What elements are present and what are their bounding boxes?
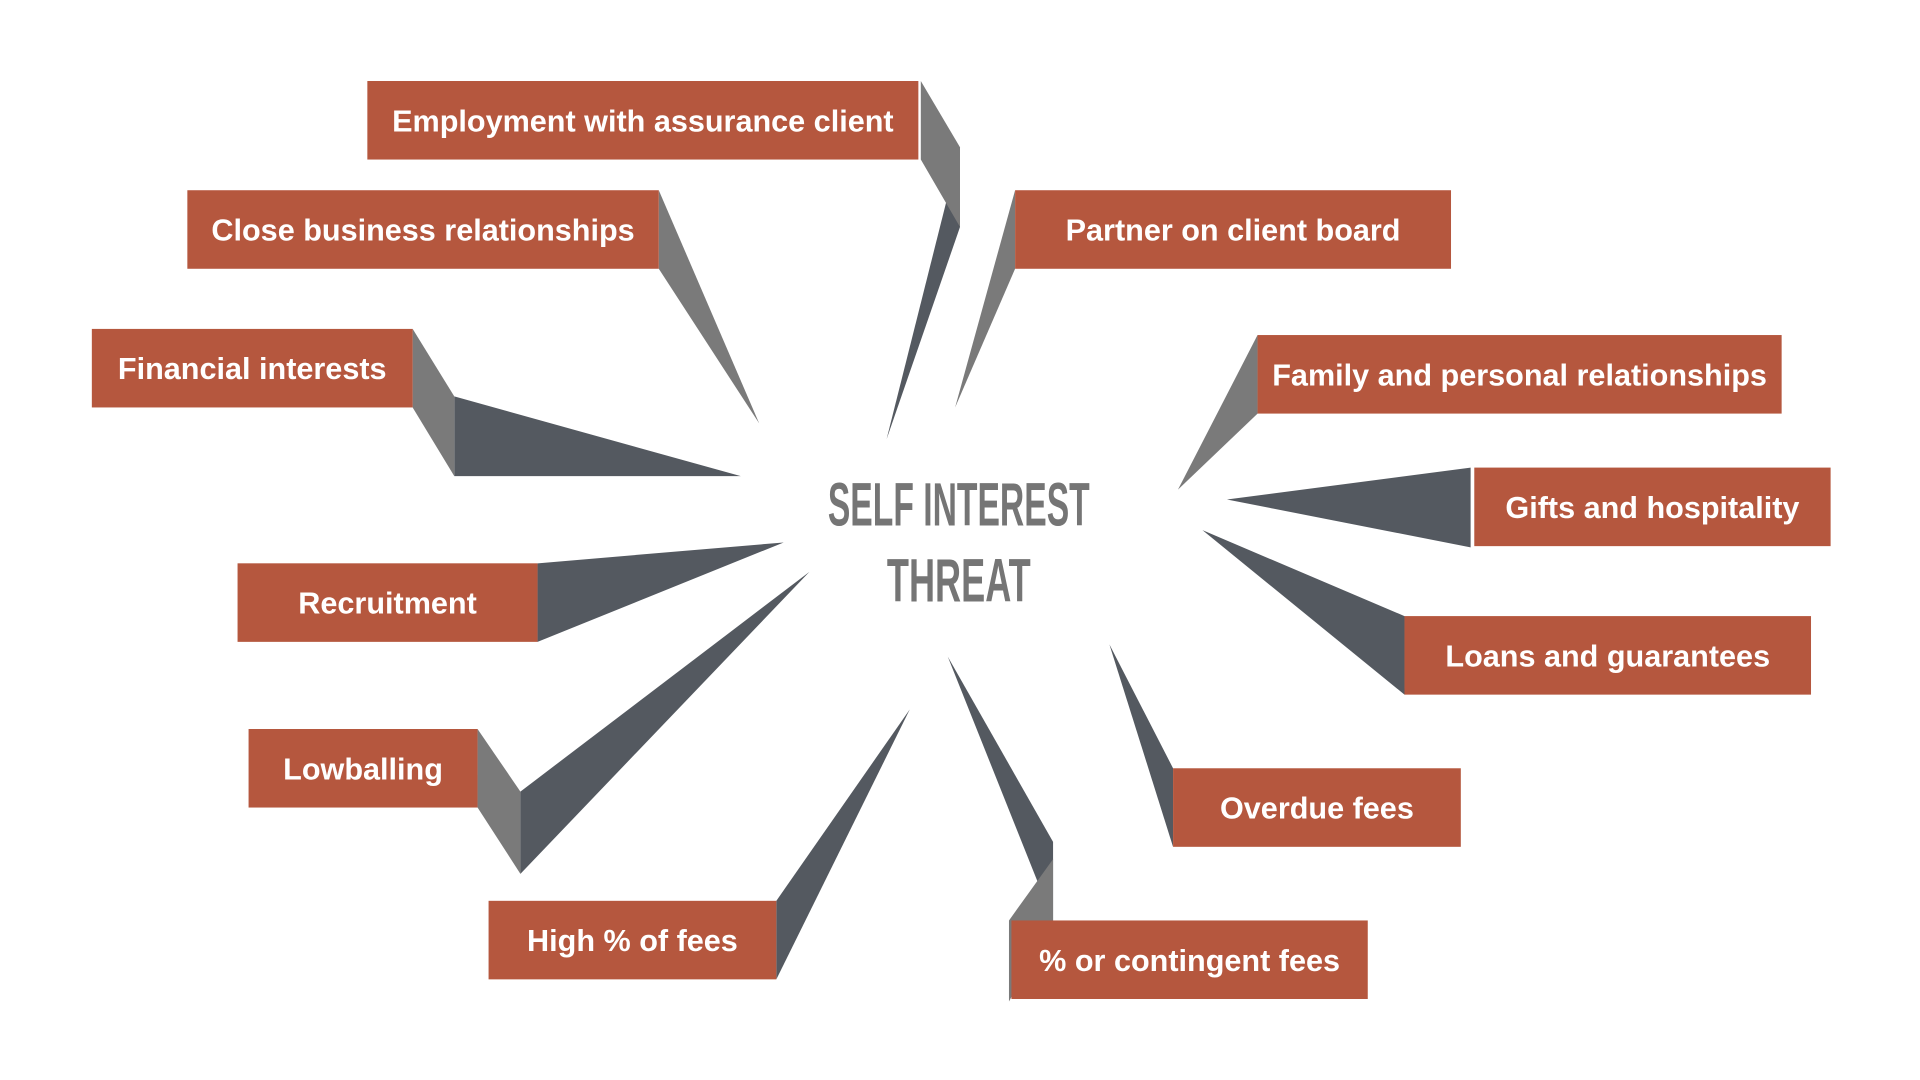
threat-box (488, 900, 777, 980)
connector-fold (477, 729, 521, 874)
threat-label: % or contingent fees (1039, 944, 1340, 978)
threat-label: Partner on client board (1066, 214, 1401, 248)
threat-box (1474, 467, 1831, 547)
connector-fold (955, 190, 1016, 408)
threat-box (187, 190, 659, 269)
connector-spike (1109, 644, 1174, 847)
threat-label: Overdue fees (1220, 792, 1414, 826)
center-title-line1: SELF INTEREST (828, 471, 1090, 539)
connector-fold (1177, 335, 1258, 490)
threat-label: Gifts and hospitality (1505, 491, 1799, 525)
threat-box (1011, 920, 1368, 999)
connector-spike (776, 709, 910, 980)
connector-spike (1202, 530, 1405, 695)
threat-item: Financial interests (91, 328, 741, 477)
threat-box (237, 563, 538, 642)
threat-item: Lowballing (248, 571, 810, 874)
center-title-line2: THREAT (887, 545, 1031, 614)
threat-label: Close business relationships (211, 214, 634, 248)
threat-box (1173, 768, 1461, 847)
threat-item: Loans and guarantees (1202, 530, 1812, 695)
threat-label: Loans and guarantees (1445, 639, 1770, 673)
threat-item: Employment with assurance client (367, 81, 960, 440)
threat-item: Family and personal relationships (1177, 335, 1782, 490)
threat-box (1257, 335, 1782, 414)
connector-spike (454, 396, 741, 477)
threat-box (367, 81, 919, 160)
threat-label: Recruitment (298, 587, 476, 621)
threat-box (248, 729, 478, 808)
connector-fold (412, 328, 455, 477)
threat-item: % or contingent fees (947, 656, 1368, 1002)
threat-label: Financial interests (118, 352, 387, 386)
connector-fold (920, 81, 960, 228)
threat-label: Family and personal relationships (1272, 358, 1767, 392)
threat-box (1404, 616, 1812, 695)
connector-fold (658, 190, 760, 424)
threat-label: Employment with assurance client (392, 104, 893, 138)
connector-spike (1226, 467, 1471, 548)
threat-box (1015, 190, 1452, 269)
threat-item: Gifts and hospitality (1226, 467, 1831, 548)
threat-item: Close business relationships (187, 190, 760, 424)
threat-item: High % of fees (488, 709, 910, 980)
threat-item: Partner on client board (955, 190, 1452, 408)
connector-spike (520, 571, 810, 874)
connector-spike (947, 656, 1054, 921)
threat-box (91, 328, 413, 408)
threat-item: Recruitment (237, 542, 784, 642)
threat-item: Overdue fees (1109, 644, 1461, 847)
threat-label: High % of fees (527, 924, 738, 958)
connector-spike (886, 147, 960, 440)
threat-label: Lowballing (283, 752, 443, 786)
